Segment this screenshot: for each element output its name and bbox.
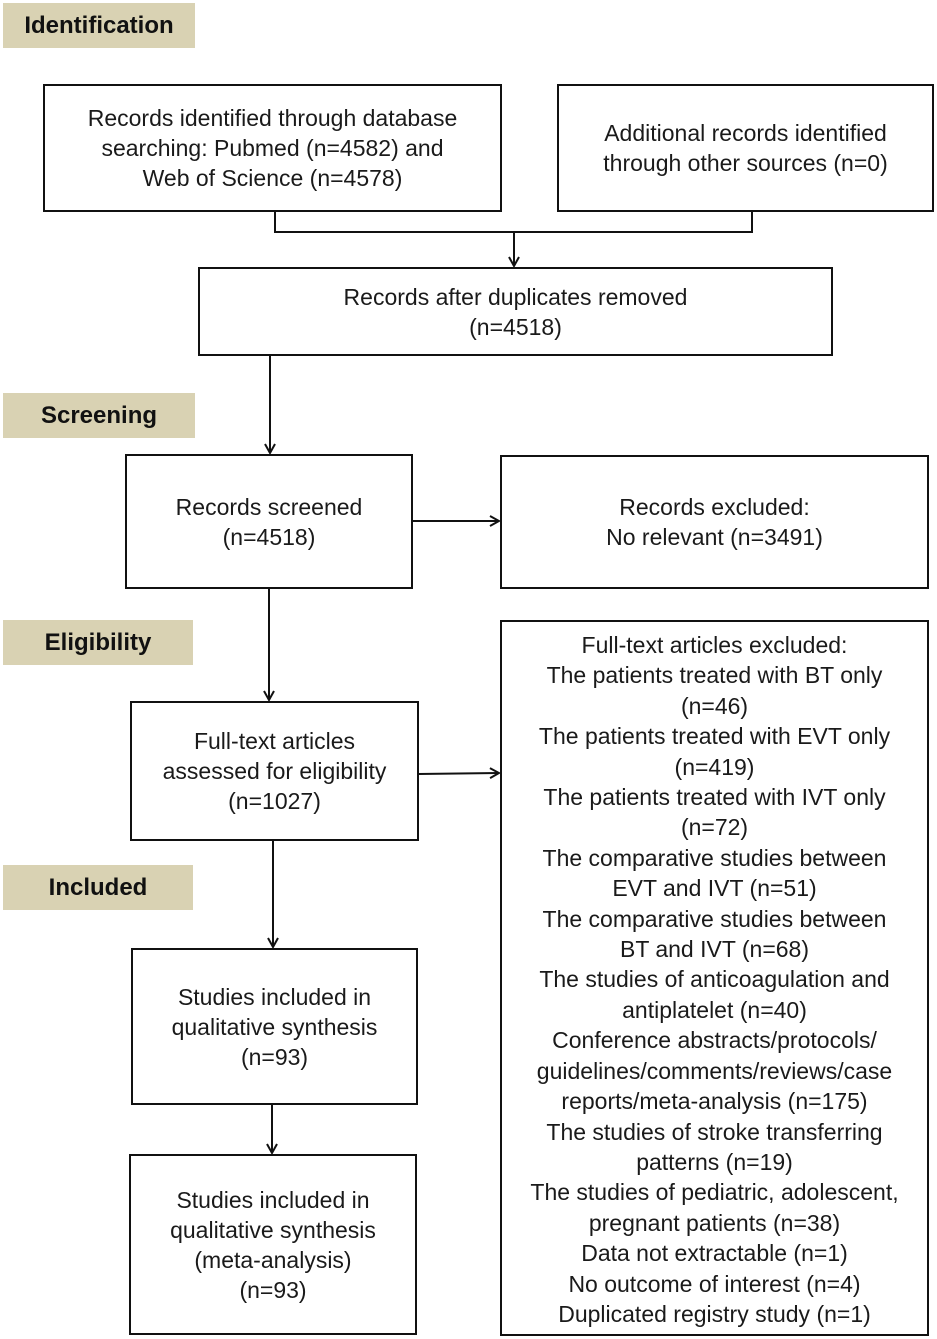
box-line: through other sources (n=0) [603,150,888,176]
box-line: reports/meta-analysis (n=175) [561,1088,868,1115]
records-excluded-box: Records excluded: No relevant (n=3491) [500,455,929,589]
fulltext-excluded-box: Full-text articles excluded: The patient… [500,620,929,1336]
box-line: The studies of stroke transferring [546,1118,883,1145]
box-line: guidelines/comments/reviews/case [536,1057,893,1084]
box-line: antiplatelet (n=40) [622,996,807,1023]
box-line: The patients treated with EVT only [538,723,891,750]
box-line: Web of Science (n=4578) [142,165,403,191]
box-line: The patients treated with IVT only [543,784,886,811]
stage-identification: Identification [3,3,195,48]
box-line: Duplicated registry study (n=1) [558,1300,871,1327]
records-identified-box: Records identified through database sear… [43,84,502,212]
box-line: Records screened [175,493,363,520]
meta-analysis-box: Studies included in qualitative synthesi… [129,1154,417,1335]
box-line: Full-text articles [193,728,356,754]
box-line: Studies included in [176,1186,370,1213]
box-line: (n=4518) [469,313,562,340]
box-line: No outcome of interest (n=4) [568,1270,861,1297]
stage-screening: Screening [3,393,195,438]
box-line: The comparative studies between [542,844,887,871]
fulltext-assessed-box: Full-text articles assessed for eligibil… [130,701,419,841]
box-line: (n=72) [680,814,749,841]
box-line: The comparative studies between [542,905,887,932]
box-line: Additional records identified [604,120,887,146]
box-line: (n=93) [240,1043,309,1070]
arrow-to-fulltext-excluded [417,773,499,774]
merge-connector [274,211,753,233]
box-line: Data not extractable (n=1) [581,1240,848,1267]
box-line: Full-text articles excluded: [581,632,848,658]
box-line: BT and IVT (n=68) [619,936,809,963]
box-line: searching: Pubmed (n=4582) and [101,135,444,161]
box-line: (n=419) [674,753,755,780]
records-screened-box: Records screened (n=4518) [125,454,413,589]
box-line: Studies included in [177,983,372,1010]
box-line: assessed for eligibility [162,758,387,784]
box-line: (n=46) [680,692,749,719]
box-line: (n=1027) [228,788,321,814]
box-line: EVT and IVT (n=51) [612,875,817,902]
box-line: qualitative synthesis [170,1216,376,1243]
additional-records-box: Additional records identified through ot… [557,84,934,212]
box-line: (n=93) [239,1276,307,1303]
box-line: qualitative synthesis [171,1013,378,1040]
stage-eligibility: Eligibility [3,620,193,665]
box-line: patterns (n=19) [636,1148,793,1175]
box-line: No relevant (n=3491) [606,524,823,550]
box-line: The studies of pediatric, adolescent, [530,1179,899,1206]
box-line: (meta-analysis) [194,1246,352,1273]
after-duplicates-box: Records after duplicates removed (n=4518… [198,267,833,356]
box-line: Records after duplicates removed [343,283,688,310]
box-line: The studies of anticoagulation and [539,966,890,993]
box-line: pregnant patients (n=38) [588,1209,841,1236]
qualitative-synthesis-box: Studies included in qualitative synthesi… [131,948,418,1105]
box-line: Records identified through database [87,105,458,131]
box-line: The patients treated with BT only [546,662,883,689]
stage-included: Included [3,865,193,910]
box-line: Conference abstracts/protocols/ [552,1027,877,1054]
box-line: Records excluded: [619,494,810,520]
box-line: (n=4518) [222,523,316,550]
